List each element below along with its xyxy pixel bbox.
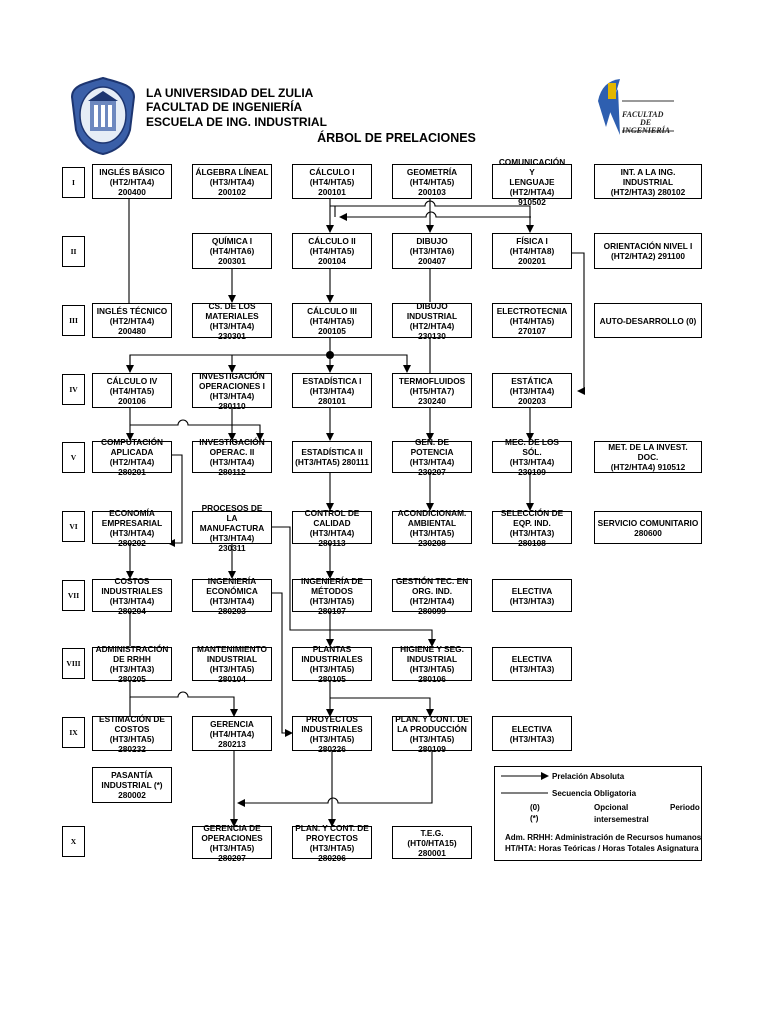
university-seal-logo: [70, 76, 136, 156]
course-pasantia-industrial: PASANTÍA INDUSTRIAL (*) 280002: [92, 767, 172, 803]
page-title: ÁRBOL DE PRELACIONES: [317, 131, 476, 145]
course-estadistica-ii: ESTADÍSTICA II (HT3/HTA5) 280111: [292, 441, 372, 473]
course-plan-cont-proyectos: PLAN. Y CONT. DE PROYECTOS (HT3/HTA5) 28…: [292, 823, 372, 863]
legend-note-rrhh: Adm. RRHH: Administración de Recursos hu…: [505, 833, 702, 842]
course-computacion-aplicada: COMPUTACIÓN APLICADA (HT2/HTA4) 280201: [92, 437, 172, 477]
course-gerencia-operaciones: GERENCIA DE OPERACIONES (HT3/HTA5) 28020…: [192, 823, 272, 863]
semester-vii: VII: [62, 580, 85, 611]
course-servicio-comunitario: SERVICIO COMUNITARIO 280600: [594, 511, 702, 544]
course-acondicionamiento-ambiental: ACONDICIONAM. AMBIENTAL (HT3/HTA5) 23020…: [392, 508, 472, 548]
legend-absolute: Prelación Absoluta: [552, 772, 625, 781]
legend-mandatory: Secuencia Obligatoria: [552, 789, 637, 798]
semester-viii: VIII: [62, 648, 85, 679]
course-estatica: ESTÁTICA (HT3/HTA4) 200203: [492, 373, 572, 408]
course-calculo-iv: CÁLCULO IV (HT4/HTA5) 200106: [92, 373, 172, 408]
course-met-invest-doc: MET. DE LA INVEST. DOC. (HT2/HTA4) 91051…: [594, 441, 702, 473]
course-dibujo: DIBUJO (HT3/HTA6) 200407: [392, 233, 472, 269]
course-ingles-basico: INGLÉS BÁSICO (HT2/HTA4) 200400: [92, 164, 172, 199]
university-name: LA UNIVERSIDAD DEL ZULIA: [146, 86, 314, 100]
course-electiva-ix: ELECTIVA (HT3/HTA3): [492, 716, 572, 751]
faculty-logo-text-2: DE: [640, 118, 652, 127]
faculty-name: FACULTAD DE INGENIERÍA: [146, 100, 303, 114]
course-plantas-industriales: PLANTAS INDUSTRIALES (HT3/HTA5) 280105: [292, 644, 372, 684]
legend-intersemestral-label: intersemestral: [594, 815, 649, 824]
course-ingenieria-economica: INGENIERÍA ECONÓMICA (HT3/HTA4) 280203: [192, 576, 272, 616]
semester-iv: IV: [62, 374, 85, 405]
course-proyectos-industriales: PROYECTOS INDUSTRIALES (HT3/HTA5) 280226: [292, 714, 372, 754]
course-procesos-manufactura: PROCESOS DE LA MANUFACTURA (HT3/HTA4) 23…: [192, 503, 272, 553]
course-administracion-rrhh: ADMINISTRACIÓN DE RRHH (HT3/HTA3) 280205: [92, 644, 172, 684]
course-quimica-i: QUÍMICA I (HT4/HTA6) 200301: [192, 233, 272, 269]
legend-intersemestral-symbol: (*): [530, 814, 539, 823]
semester-ii: II: [62, 236, 85, 267]
course-cs-materiales: CS. DE LOS MATERIALES (HT3/HTA4) 230301: [192, 301, 272, 341]
course-comunicacion-lenguaje: COMUNICACIÓN Y LENGUAJE (HT2/HTA4) 91050…: [492, 157, 572, 207]
semester-v: V: [62, 442, 85, 473]
course-ingles-tecnico: INGLÉS TÉCNICO (HT2/HTA4) 200480: [92, 303, 172, 338]
legend-note-hours: HT/HTA: Horas Teóricas / Horas Totales A…: [505, 844, 699, 853]
course-gestion-tec: GESTIÓN TEC. EN ORG. IND. (HT2/HTA4) 280…: [392, 576, 472, 616]
course-estimacion-costos: ESTIMACIÓN DE COSTOS (HT3/HTA5) 280232: [92, 714, 172, 754]
course-calculo-ii: CÁLCULO II (HT4/HTA5) 200104: [292, 233, 372, 269]
course-estadistica-i: ESTADÍSTICA I (HT3/HTA4) 280101: [292, 373, 372, 408]
course-electrotecnia: ELECTROTECNIA (HT4/HTA5) 270107: [492, 303, 572, 338]
course-higiene-seguridad: HIGIENE Y SEG. INDUSTRIAL (HT3/HTA5) 280…: [392, 644, 472, 684]
semester-iii: III: [62, 305, 85, 336]
course-economia-empresarial: ECONOMÍA EMPRESARIAL (HT3/HTA4) 280202: [92, 508, 172, 548]
course-mantenimiento-industrial: MANTENIMIENTO INDUSTRIAL (HT3/HTA5) 2801…: [192, 644, 272, 684]
course-fisica-i: FÍSICA I (HT4/HTA8) 200201: [492, 233, 572, 269]
course-algebra-lineal: ÁLGEBRA LÍNEAL (HT3/HTA4) 200102: [192, 164, 272, 199]
semester-i: I: [62, 167, 85, 198]
course-teg: T.E.G. (HT0/HTA15) 280001: [392, 826, 472, 859]
course-control-calidad: CONTROL DE CALIDAD (HT3/HTA4) 280113: [292, 508, 372, 548]
faculty-logo-text-3: INGENIERÍA: [622, 126, 671, 135]
course-electiva-viii: ELECTIVA (HT3/HTA3): [492, 647, 572, 681]
legend: Prelación Absoluta Secuencia Obligatoria…: [494, 766, 702, 861]
faculty-logo: FACULTAD DE INGENIERÍA: [594, 77, 674, 139]
course-investigacion-operaciones-i: INVESTIGACIÓN OPERACIONES I (HT3/HTA4) 2…: [192, 371, 272, 411]
course-seleccion-eqp-ind: SELECCIÓN DE EQP. IND. (HT3/HTA3) 280108: [492, 508, 572, 548]
course-orientacion-nivel-i: ORIENTACIÓN NIVEL I (HT2/HTA2) 291100: [594, 233, 702, 269]
course-gen-potencia: GEN. DE POTENCIA (HT3/HTA4) 230207: [392, 437, 472, 477]
course-mec-solidos: MEC. DE LOS SÓL. (HT3/HTA4) 230109: [492, 437, 572, 477]
course-auto-desarrollo: AUTO-DESARROLLO (0): [594, 303, 702, 338]
course-termofluidos: TERMOFLUIDOS (HT5/HTA7) 230240: [392, 373, 472, 408]
course-costos-industriales: COSTOS INDUSTRIALES (HT3/HTA4) 280204: [92, 576, 172, 616]
course-plan-cont-produccion: PLAN. Y CONT. DE LA PRODUCCIÓN (HT3/HTA5…: [392, 714, 472, 754]
course-gerencia: GERENCIA (HT4/HTA4) 280213: [192, 716, 272, 751]
faculty-logo-text-1: FACULTAD: [622, 110, 664, 119]
school-name: ESCUELA DE ING. INDUSTRIAL: [146, 115, 327, 129]
legend-optional-symbol: (0): [530, 803, 540, 812]
course-dibujo-industrial: DIBUJO INDUSTRIAL (HT2/HTA4) 230130: [392, 301, 472, 341]
course-ingenieria-metodos: INGENIERÍA DE MÉTODOS (HT3/HTA5) 280107: [292, 576, 372, 616]
semester-x: X: [62, 826, 85, 857]
course-calculo-i: CÁLCULO I (HT4/HTA5) 200101: [292, 164, 372, 199]
semester-vi: VI: [62, 511, 85, 542]
semester-ix: IX: [62, 717, 85, 748]
course-calculo-iii: CÁLCULO III (HT4/HTA5) 200105: [292, 303, 372, 338]
course-investigacion-operaciones-ii: INVESTIGACIÓN OPERAC. II (HT3/HTA4) 2801…: [192, 437, 272, 477]
legend-period-label: Periodo: [670, 803, 700, 812]
course-electiva-vii: ELECTIVA (HT3/HTA3): [492, 579, 572, 612]
course-geometria: GEOMETRÍA (HT4/HTA5) 200103: [392, 164, 472, 199]
legend-optional-label: Opcional: [594, 803, 629, 812]
course-int-ing-industrial: INT. A LA ING. INDUSTRIAL (HT2/HTA3) 280…: [594, 164, 702, 199]
